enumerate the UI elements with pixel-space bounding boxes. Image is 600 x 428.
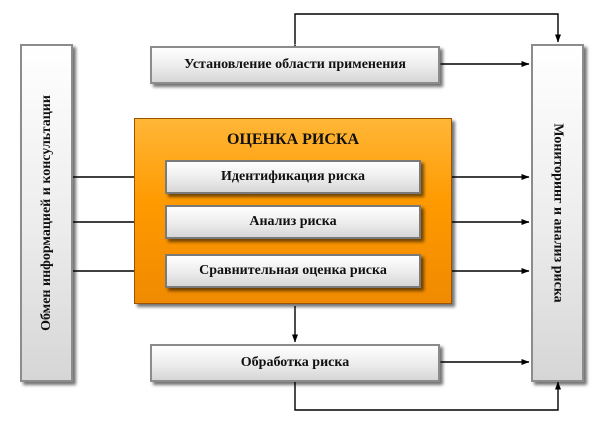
analysis-box: Анализ риска (165, 205, 421, 239)
communication-label: Обмен информацией и консультации (38, 95, 54, 331)
evaluation-box: Сравнительная оценка риска (165, 254, 421, 288)
risk-assessment-title: ОЦЕНКА РИСКА (226, 131, 360, 148)
identification-box: Идентификация риска (165, 160, 421, 194)
arrow-bottom-loop (294, 381, 561, 411)
scope-label: Установление области применения (184, 57, 406, 72)
analysis-label: Анализ риска (249, 214, 337, 229)
monitoring-label: Мониторинг и анализ риска (550, 123, 566, 303)
arrow-top-loop (292, 13, 561, 52)
treatment-label: Обработка риска (240, 355, 350, 370)
communication-box: Обмен информацией и консультации (20, 44, 73, 382)
identification-label: Идентификация риска (221, 169, 365, 184)
scope-box: Установление области применения (150, 46, 440, 84)
treatment-box: Обработка риска (150, 344, 440, 382)
evaluation-label: Сравнительная оценка риска (199, 263, 387, 278)
monitoring-box: Мониторинг и анализ риска (531, 44, 584, 382)
